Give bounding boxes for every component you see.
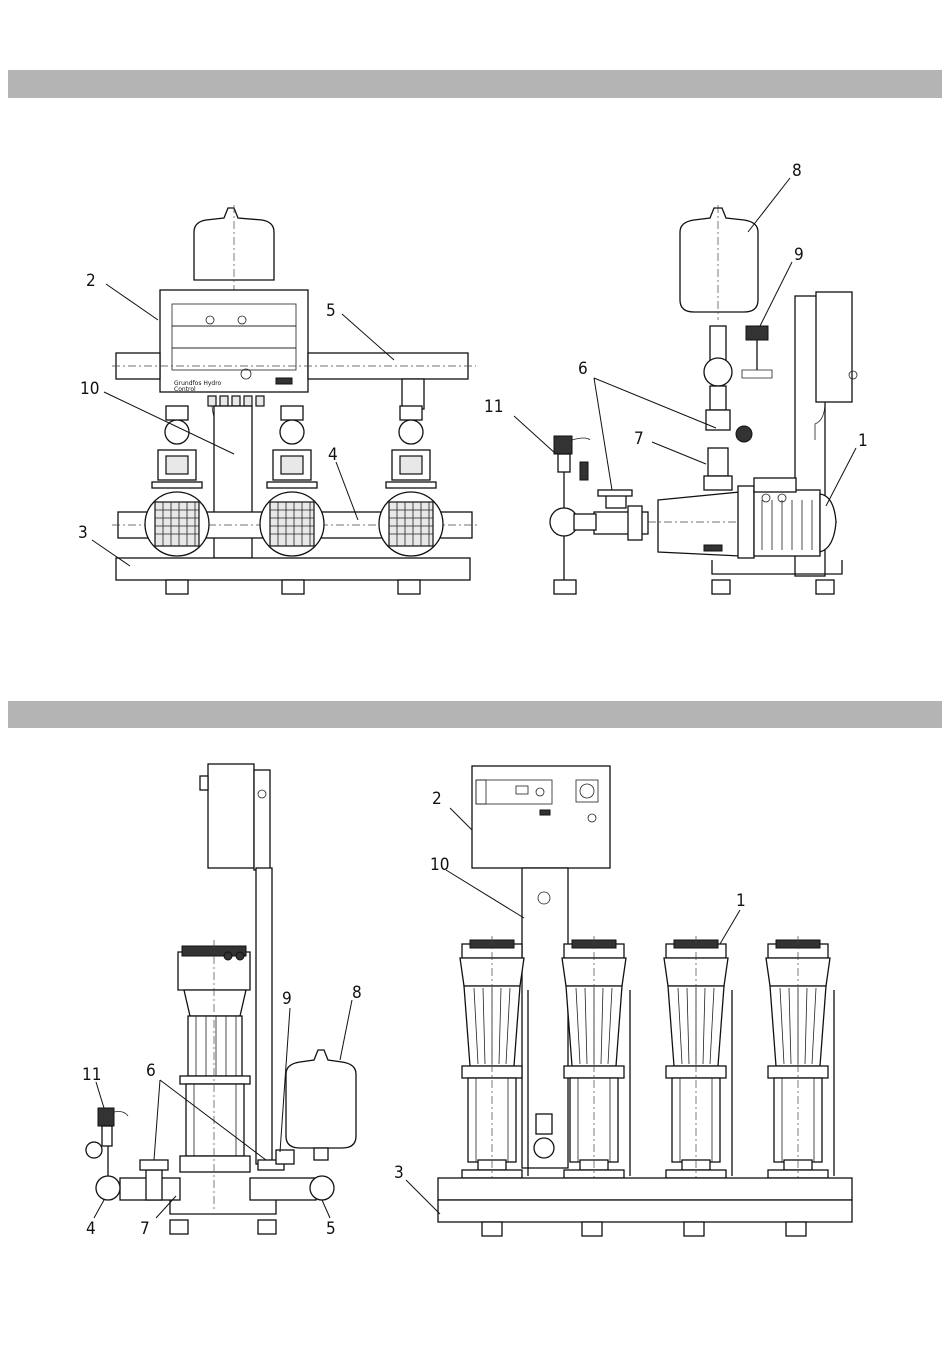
drawing-bottom-right-front-view: 2 10 1 3 [394,766,852,1236]
callout-label: 10 [80,379,99,399]
callout-label: 1 [858,431,868,451]
callout-label: 3 [394,1163,404,1183]
callout-label: 11 [82,1065,101,1085]
drawing-top-right-side-view: 8 9 6 11 7 1 [484,161,868,594]
callout-label: 9 [282,989,292,1009]
callout-label: 1 [736,891,746,911]
callout-label: 6 [146,1061,156,1081]
pressure-gauge [534,1138,554,1158]
pump-1 [145,406,209,556]
diaphragm-tank [194,205,274,290]
pump-2 [260,406,324,556]
callout-label: 5 [326,301,336,321]
callout-label: 7 [634,429,644,449]
pressure-transmitter [746,326,768,340]
callout-label: 8 [792,161,802,181]
pump-3 [379,406,443,556]
control-panel-side [208,764,254,868]
pressure-switch [554,436,572,454]
callout-label: 4 [328,445,338,465]
callout-label: 4 [86,1219,96,1239]
support-column [256,868,272,1164]
callout-label: 7 [140,1219,150,1239]
callout-label: 2 [432,789,442,809]
vertical-pump-1 [460,936,528,1190]
callout-label: 2 [86,271,96,291]
callout-label: 8 [352,983,362,1003]
base-frame [116,558,470,594]
vertical-pump-4 [766,936,834,1190]
control-panel [472,766,610,868]
base-frame [438,1178,852,1236]
vertical-pump-2 [562,936,630,1190]
callout-label: 6 [578,359,588,379]
vertical-pump [178,940,250,1210]
drawing-top-left-front-view: Grundfos Hydro Control [78,205,478,594]
drawing-bottom-left-side-view: 9 8 11 6 4 7 5 [82,764,362,1239]
control-panel-side [816,292,852,402]
callout-label: 3 [78,523,88,543]
callout-label: 11 [484,397,503,417]
pump-row [460,936,834,1190]
diaphragm-tank [286,1050,356,1160]
callout-label: 5 [326,1219,336,1239]
vertical-pump-3 [664,936,732,1190]
panel-sub-text: Control [174,386,196,393]
diaphragm-tank [680,205,758,320]
pressure-switch [98,1108,114,1126]
callout-label: 10 [430,855,449,875]
callout-label: 9 [794,245,804,265]
